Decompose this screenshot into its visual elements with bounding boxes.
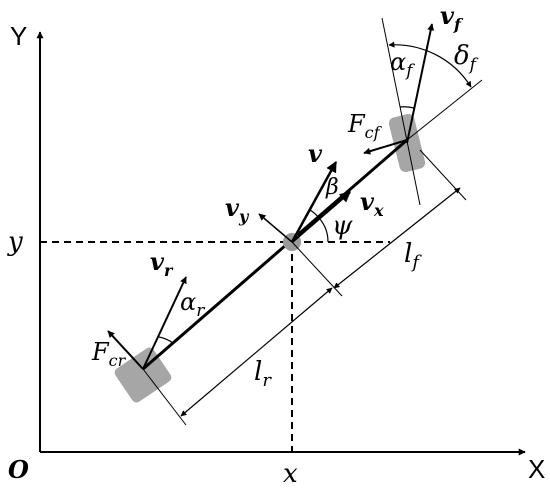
psi-arc (318, 217, 329, 243)
vf-label: vf (440, 1, 464, 34)
vy-arrow (258, 213, 293, 243)
front-wheel-heading-line (381, 17, 421, 206)
vx-label: vx (360, 187, 384, 220)
delta-f-arc (388, 41, 472, 88)
lr-label: lr (254, 357, 272, 391)
lf-extension-front (419, 149, 467, 201)
fcr-label: Fcr (91, 338, 127, 370)
vr-arrow (142, 276, 187, 370)
lf-dimension (333, 187, 461, 289)
delta-f-label: δf (454, 41, 479, 75)
psi-label: ψ (332, 211, 353, 241)
fcr-arrow (107, 330, 144, 370)
vx-arrow (291, 191, 351, 243)
v-arrow (290, 161, 338, 243)
x-axis-label: X (528, 454, 545, 484)
y-coordinate-label: y (7, 227, 23, 257)
fcf-arrow (363, 139, 408, 155)
beta-label: β (325, 175, 339, 200)
alpha-f-label: αf (390, 48, 415, 81)
lr-extension-rear (142, 368, 187, 426)
vy-label: vy (225, 193, 250, 226)
origin-label: O (8, 455, 29, 484)
alpha-r-arc (158, 336, 174, 344)
alpha-r-label: αr (180, 288, 205, 321)
rear-wheel (114, 347, 172, 403)
y-axis-label: Y (10, 21, 27, 51)
vr-label: vr (150, 247, 174, 280)
x-coordinate-label: x (283, 459, 298, 489)
fcf-label: Fcf (347, 110, 383, 142)
body-axis-extension (406, 79, 483, 141)
vehicle-body-line (142, 138, 408, 371)
vf-arrow (406, 23, 435, 144)
lr-dimension (180, 287, 333, 417)
lf-label: lf (404, 239, 422, 273)
beta-arc (309, 209, 320, 219)
alpha-f-arc (399, 106, 415, 109)
v-label: v (308, 139, 323, 168)
